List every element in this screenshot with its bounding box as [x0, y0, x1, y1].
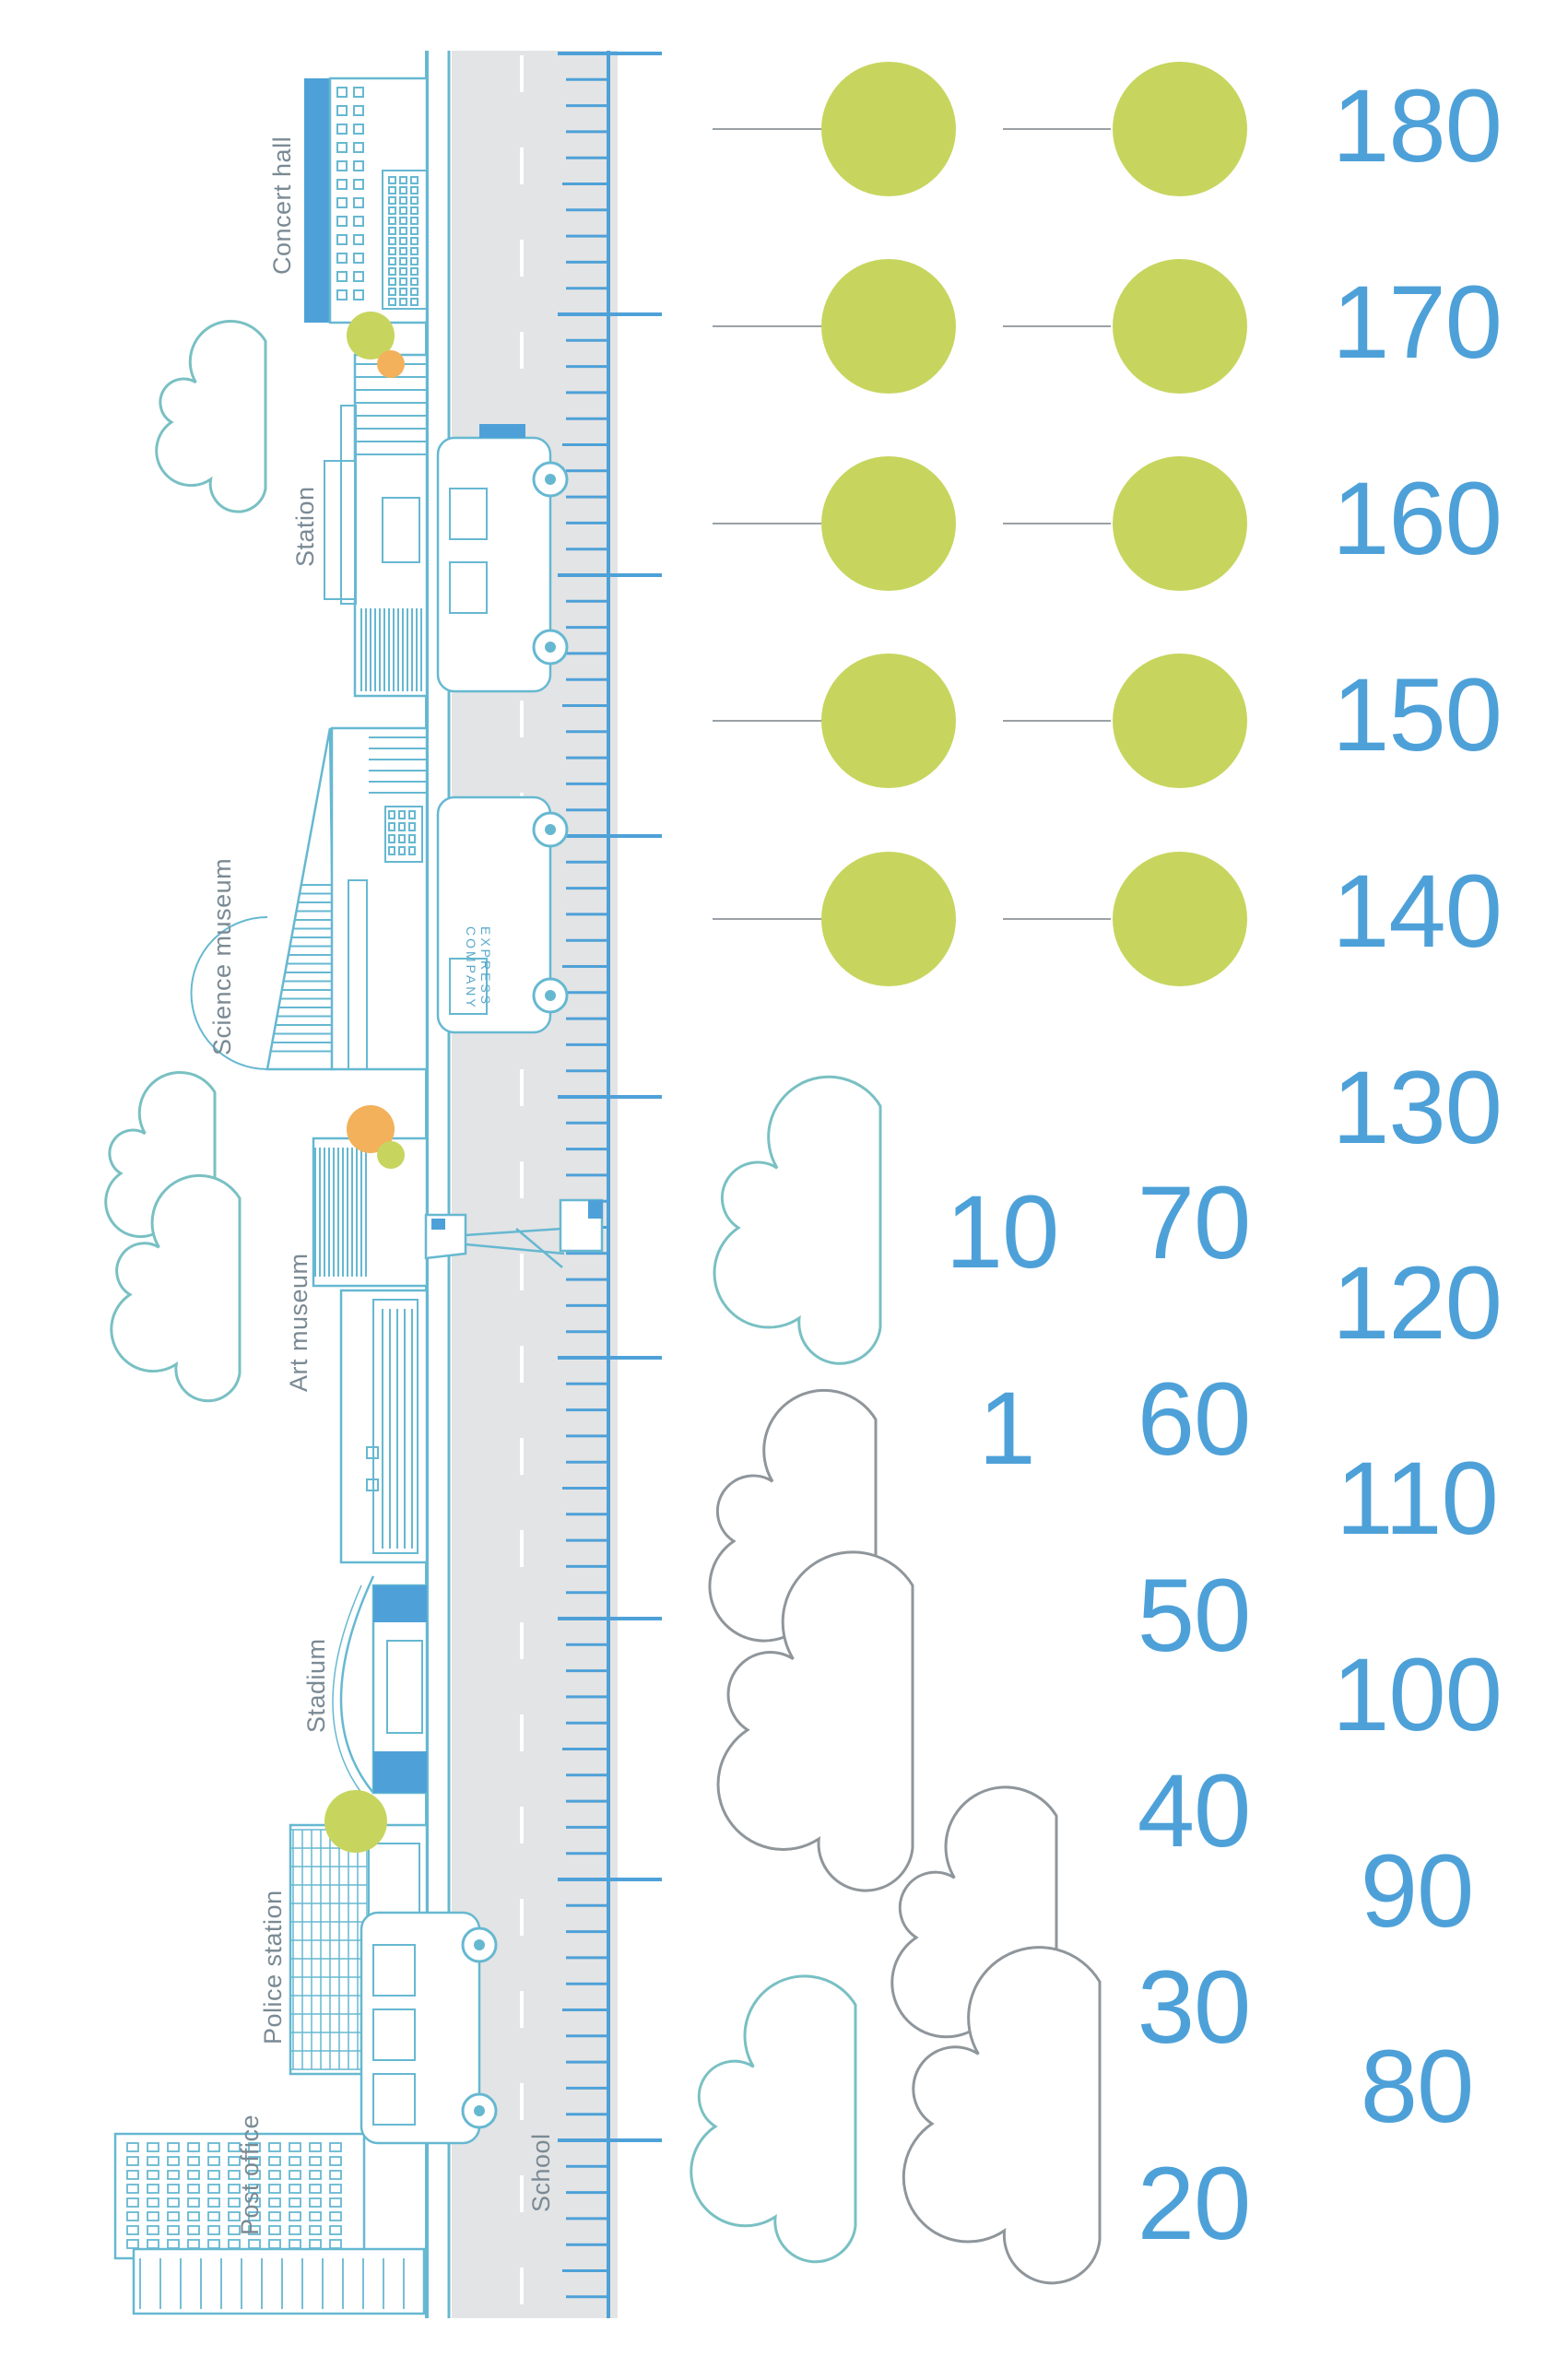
- height-marker-dot-140: [1113, 852, 1247, 986]
- height-marker-dot-170: [1113, 259, 1247, 394]
- tree-dot: [347, 1105, 395, 1153]
- cloud: [902, 1946, 1102, 2285]
- scale-number-150: 150: [1332, 657, 1502, 772]
- scale-number-140: 140: [1332, 854, 1502, 969]
- pedestrian-figure: [424, 1198, 604, 1268]
- height-marker-dot-150: [1113, 654, 1247, 788]
- tree-dot: [347, 312, 395, 359]
- art-museum-building: Art museum: [285, 1137, 429, 1564]
- scale-number-90: 90: [1361, 1833, 1474, 1949]
- van-company-line2: COMPANY: [464, 926, 478, 1010]
- scale-number-160: 160: [1332, 461, 1502, 576]
- height-marker-dot-180: [1113, 62, 1247, 196]
- science-museum-label: Science museum: [208, 858, 236, 1055]
- cloud: [716, 1550, 914, 1892]
- post-office-label: Post office: [236, 2115, 264, 2235]
- scale-number-70: 70: [1138, 1165, 1251, 1280]
- cloud: [690, 1974, 857, 2264]
- cloud: [155, 319, 267, 513]
- scale-number-110: 110: [1336, 1441, 1498, 1556]
- scale-number-100: 100: [1332, 1637, 1502, 1752]
- scale-number-50: 50: [1138, 1558, 1251, 1673]
- scale-number-60: 60: [1138, 1361, 1251, 1477]
- express-company-van: EXPRESS COMPANY: [436, 795, 569, 1034]
- height-marker-dot-180: [821, 62, 956, 196]
- delivery-van: [360, 1911, 498, 2145]
- concert-hall-building: Concert hall: [268, 77, 429, 324]
- scale-number-20: 20: [1138, 2146, 1251, 2261]
- police-station-label: Police station: [259, 1890, 287, 2044]
- height-marker-dot-150: [821, 654, 956, 788]
- clouds: [104, 319, 1102, 2285]
- concert-hall-label: Concert hall: [268, 136, 296, 275]
- scale-number-80: 80: [1361, 2029, 1474, 2144]
- height-marker-dot-140: [821, 852, 956, 986]
- scale-number-30: 30: [1138, 1950, 1251, 2065]
- stadium-label: Stadium: [302, 1638, 330, 1733]
- tree-dot: [324, 1790, 387, 1853]
- school-label: School: [527, 2133, 555, 2212]
- height-markers: [713, 62, 1247, 986]
- scale-number-130: 130: [1332, 1050, 1502, 1165]
- tree-dot: [377, 350, 405, 378]
- van-company-line1: EXPRESS: [478, 926, 493, 1007]
- scale-number-10: 10: [946, 1174, 1059, 1290]
- delivery-van: [436, 424, 569, 693]
- scale-numbers: 1801701601501401301201101009080706050403…: [946, 68, 1503, 2261]
- station-label: Station: [291, 486, 319, 567]
- cloud: [713, 1075, 882, 1365]
- scale-number-40: 40: [1138, 1753, 1251, 1868]
- height-marker-dot-160: [821, 456, 956, 591]
- ruler-scale: [558, 51, 662, 2318]
- scale-number-120: 120: [1332, 1245, 1502, 1361]
- scale-number-1: 1: [978, 1371, 1034, 1486]
- station-building: Station: [291, 353, 429, 698]
- scale-number-180: 180: [1332, 68, 1502, 183]
- height-marker-dot-160: [1113, 456, 1247, 591]
- cloud: [110, 1173, 242, 1403]
- height-marker-dot-170: [821, 259, 956, 394]
- science-museum-building: Science museum: [190, 726, 429, 1071]
- scale-number-170: 170: [1332, 265, 1502, 380]
- art-museum-label: Art museum: [285, 1253, 312, 1392]
- tree-dot: [377, 1141, 405, 1169]
- stadium-building: Stadium: [302, 1575, 429, 1795]
- post-office-building: Post office: [113, 2115, 426, 2315]
